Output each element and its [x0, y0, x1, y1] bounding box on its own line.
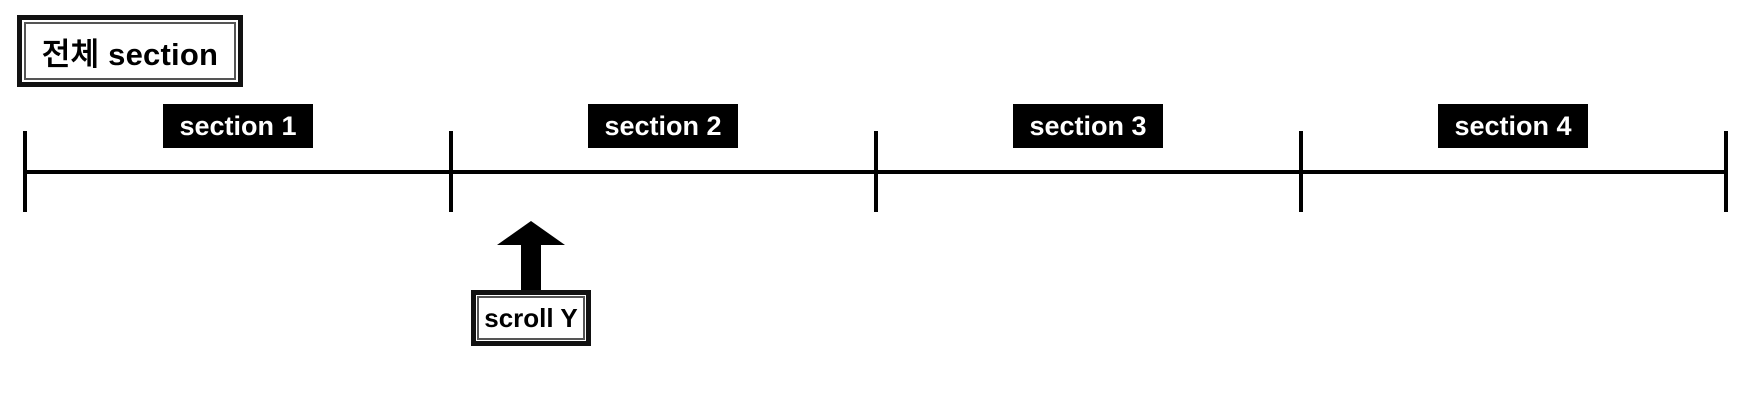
tick-0 [23, 131, 27, 212]
section-label-4: section 4 [1438, 104, 1588, 148]
whole-section-title-box: 전체 section [17, 15, 243, 87]
tick-4 [1724, 131, 1728, 212]
tick-3 [1299, 131, 1303, 212]
section-label-3: section 3 [1013, 104, 1163, 148]
section-label-1: section 1 [163, 104, 313, 148]
arrow-shaft [521, 243, 541, 293]
section-label-2: section 2 [588, 104, 738, 148]
tick-1 [449, 131, 453, 212]
scroll-y-marker: scroll Y [471, 290, 591, 346]
tick-2 [874, 131, 878, 212]
arrow-up-icon [497, 221, 565, 245]
whole-section-title: 전체 section [41, 36, 219, 72]
scroll-y-label: scroll Y [484, 302, 578, 333]
